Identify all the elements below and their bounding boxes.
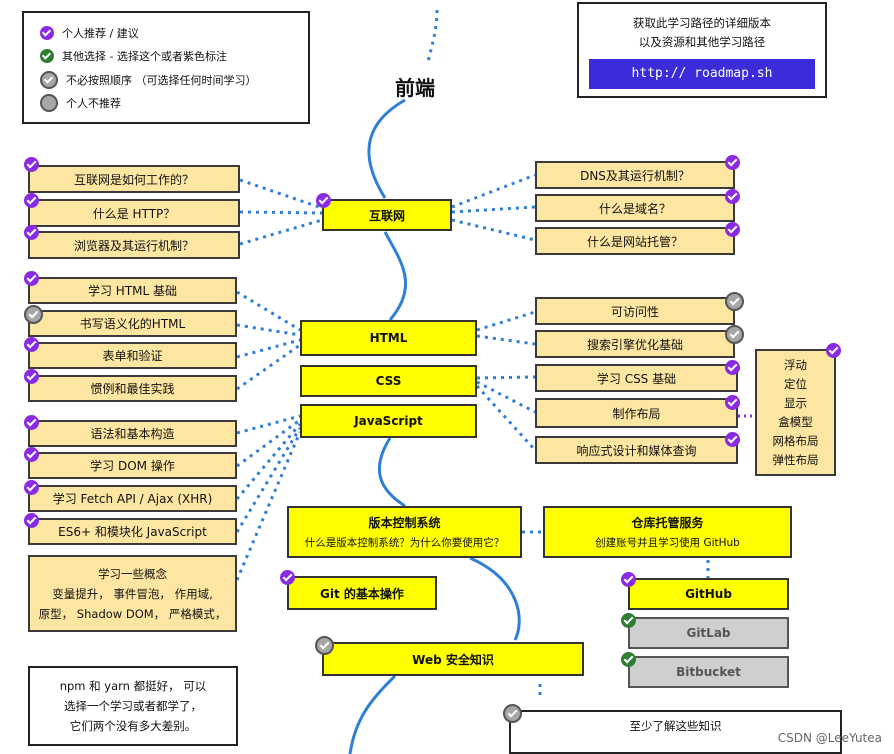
layout-topic[interactable]: 显示 bbox=[784, 396, 807, 411]
node-github[interactable]: GitHub bbox=[628, 578, 789, 610]
topic-semantic-html[interactable]: 书写语义化的HTML bbox=[28, 310, 237, 337]
green-check-icon bbox=[621, 613, 636, 628]
topic-accessibility[interactable]: 可访问性 bbox=[535, 297, 735, 325]
topic-es6-modules[interactable]: ES6+ 和模块化 JavaScript bbox=[28, 518, 237, 545]
promo-text: 获取此学习路径的详细版本 以及资源和其他学习路径 bbox=[579, 14, 825, 52]
node-bitbucket[interactable]: Bitbucket bbox=[628, 656, 789, 688]
purple-check-icon bbox=[24, 369, 39, 384]
legend-row-any-order: 不必按照顺序 （可选择任何时间学习） bbox=[40, 71, 257, 89]
topic-fetch-api[interactable]: 学习 Fetch API / Ajax (XHR) bbox=[28, 485, 237, 512]
purple-check-icon bbox=[725, 155, 740, 170]
roadmap-link-button[interactable]: http:// roadmap.sh bbox=[589, 59, 815, 89]
topic-what-is-http[interactable]: 什么是 HTTP？ bbox=[28, 199, 240, 227]
purple-check-icon bbox=[725, 432, 740, 447]
purple-check-icon bbox=[24, 513, 39, 528]
concepts-title: 学习一些概念 bbox=[98, 566, 167, 581]
layout-topic[interactable]: 弹性布局 bbox=[772, 452, 819, 467]
npm-note-line: npm 和 yarn 都挺好， 可以 bbox=[59, 679, 207, 693]
topic-making-layouts[interactable]: 制作布局 bbox=[535, 398, 738, 428]
watermark: CSDN @LeeYutea bbox=[777, 731, 882, 745]
purple-check-icon bbox=[24, 225, 39, 240]
page-title: 前端 bbox=[395, 76, 435, 100]
purple-check-icon bbox=[24, 337, 39, 352]
purple-check-icon bbox=[725, 360, 740, 375]
vcs-subtitle: 什么是版本控制系统？为什么你要使用它？ bbox=[304, 537, 505, 549]
node-gitlab[interactable]: GitLab bbox=[628, 617, 789, 649]
node-javascript[interactable]: JavaScript bbox=[300, 404, 477, 438]
purple-check-icon bbox=[24, 271, 39, 286]
purple-check-icon bbox=[725, 222, 740, 237]
layout-topic[interactable]: 浮动 bbox=[784, 358, 807, 373]
topic-dns[interactable]: DNS及其运行机制？ bbox=[535, 161, 735, 189]
legend-label: 个人不推荐 bbox=[66, 97, 121, 110]
topic-browsers[interactable]: 浏览器及其运行机制？ bbox=[28, 231, 240, 259]
grey-dot-icon bbox=[40, 94, 58, 112]
legend-row-recommended: 个人推荐 / 建议 bbox=[40, 25, 139, 41]
topic-how-internet-works[interactable]: 互联网是如何工作的？ bbox=[28, 165, 240, 193]
node-internet[interactable]: 互联网 bbox=[322, 199, 452, 231]
topic-responsive-design[interactable]: 响应式设计和媒体查询 bbox=[535, 436, 738, 464]
layout-topic[interactable]: 定位 bbox=[784, 377, 807, 392]
concepts-line: 变量提升， 事件冒泡， 作用域, bbox=[52, 586, 213, 601]
green-check-icon bbox=[621, 652, 636, 667]
layout-topic[interactable]: 盒模型 bbox=[778, 414, 813, 429]
purple-check-icon bbox=[621, 572, 636, 587]
legend-label: 其他选择 - 选择这个或者紫色标注 bbox=[62, 50, 227, 63]
npm-yarn-note: npm 和 yarn 都挺好， 可以 选择一个学习或者都学了， 它们两个没有多大… bbox=[28, 666, 238, 746]
topic-forms-validation[interactable]: 表单和验证 bbox=[28, 342, 237, 369]
purple-check-icon bbox=[24, 480, 39, 495]
topic-domain[interactable]: 什么是域名？ bbox=[535, 194, 735, 222]
repo-title: 仓库托管服务 bbox=[631, 516, 704, 530]
grey-check-icon bbox=[725, 292, 744, 311]
node-css[interactable]: CSS bbox=[300, 365, 477, 397]
topic-hosting[interactable]: 什么是网站托管？ bbox=[535, 227, 735, 255]
legend-row-alternative: 其他选择 - 选择这个或者紫色标注 bbox=[40, 48, 227, 64]
legend-row-not-recommended: 个人不推荐 bbox=[40, 94, 121, 112]
legend: 个人推荐 / 建议 其他选择 - 选择这个或者紫色标注 不必按照顺序 （可选择任… bbox=[22, 11, 310, 124]
vcs-title: 版本控制系统 bbox=[368, 516, 441, 530]
grey-check-icon bbox=[725, 325, 744, 344]
node-html[interactable]: HTML bbox=[300, 320, 477, 356]
layout-topic[interactable]: 网格布局 bbox=[772, 433, 819, 448]
promo-box: 获取此学习路径的详细版本 以及资源和其他学习路径 http:// roadmap… bbox=[577, 2, 827, 98]
purple-check-icon bbox=[725, 395, 740, 410]
concepts-line: 原型， Shadow DOM， 严格模式， bbox=[38, 606, 227, 621]
npm-note-line: 选择一个学习或者都学了， bbox=[64, 699, 202, 713]
topic-html-basics[interactable]: 学习 HTML 基础 bbox=[28, 277, 237, 304]
topic-syntax[interactable]: 语法和基本构造 bbox=[28, 420, 237, 447]
purple-check-icon bbox=[24, 415, 39, 430]
grey-check-icon bbox=[315, 636, 334, 655]
purple-check-icon bbox=[24, 447, 39, 462]
topic-css-basics[interactable]: 学习 CSS 基础 bbox=[535, 364, 738, 392]
node-version-control[interactable]: 版本控制系统 什么是版本控制系统？为什么你要使用它？ bbox=[287, 506, 522, 558]
topic-js-concepts[interactable]: 学习一些概念 变量提升， 事件冒泡， 作用域, 原型， Shadow DOM， … bbox=[28, 555, 237, 632]
topic-seo-basics[interactable]: 搜索引擎优化基础 bbox=[535, 330, 735, 358]
purple-check-icon bbox=[826, 343, 841, 358]
legend-label: 个人推荐 / 建议 bbox=[62, 27, 139, 40]
purple-check-icon bbox=[725, 189, 740, 204]
purple-check-icon bbox=[40, 26, 54, 40]
legend-label: 不必按照顺序 （可选择任何时间学习） bbox=[66, 74, 257, 87]
topic-conventions[interactable]: 惯例和最佳实践 bbox=[28, 375, 237, 402]
green-check-icon bbox=[40, 49, 54, 63]
node-repo-hosting[interactable]: 仓库托管服务 创建账号并且学习使用 GitHub bbox=[543, 506, 792, 558]
promo-line: 以及资源和其他学习路径 bbox=[638, 35, 766, 49]
security-note-box: 至少了解这些知识 bbox=[509, 710, 842, 754]
repo-subtitle: 创建账号并且学习使用 GitHub bbox=[595, 537, 740, 549]
purple-check-icon bbox=[24, 193, 39, 208]
purple-check-icon bbox=[24, 157, 39, 172]
npm-note-line: 它们两个没有多大差别。 bbox=[69, 719, 197, 733]
node-web-security[interactable]: Web 安全知识 bbox=[322, 642, 584, 676]
promo-line: 获取此学习路径的详细版本 bbox=[633, 16, 771, 30]
purple-check-icon bbox=[280, 570, 295, 585]
grey-check-icon bbox=[24, 305, 43, 324]
grey-check-icon bbox=[40, 71, 58, 89]
node-git-basics[interactable]: Git 的基本操作 bbox=[287, 576, 437, 610]
grey-check-icon bbox=[503, 704, 522, 723]
topic-dom[interactable]: 学习 DOM 操作 bbox=[28, 452, 237, 479]
layout-topics-box: 浮动 定位 显示 盒模型 网格布局 弹性布局 bbox=[755, 349, 836, 476]
purple-check-icon bbox=[316, 193, 331, 208]
